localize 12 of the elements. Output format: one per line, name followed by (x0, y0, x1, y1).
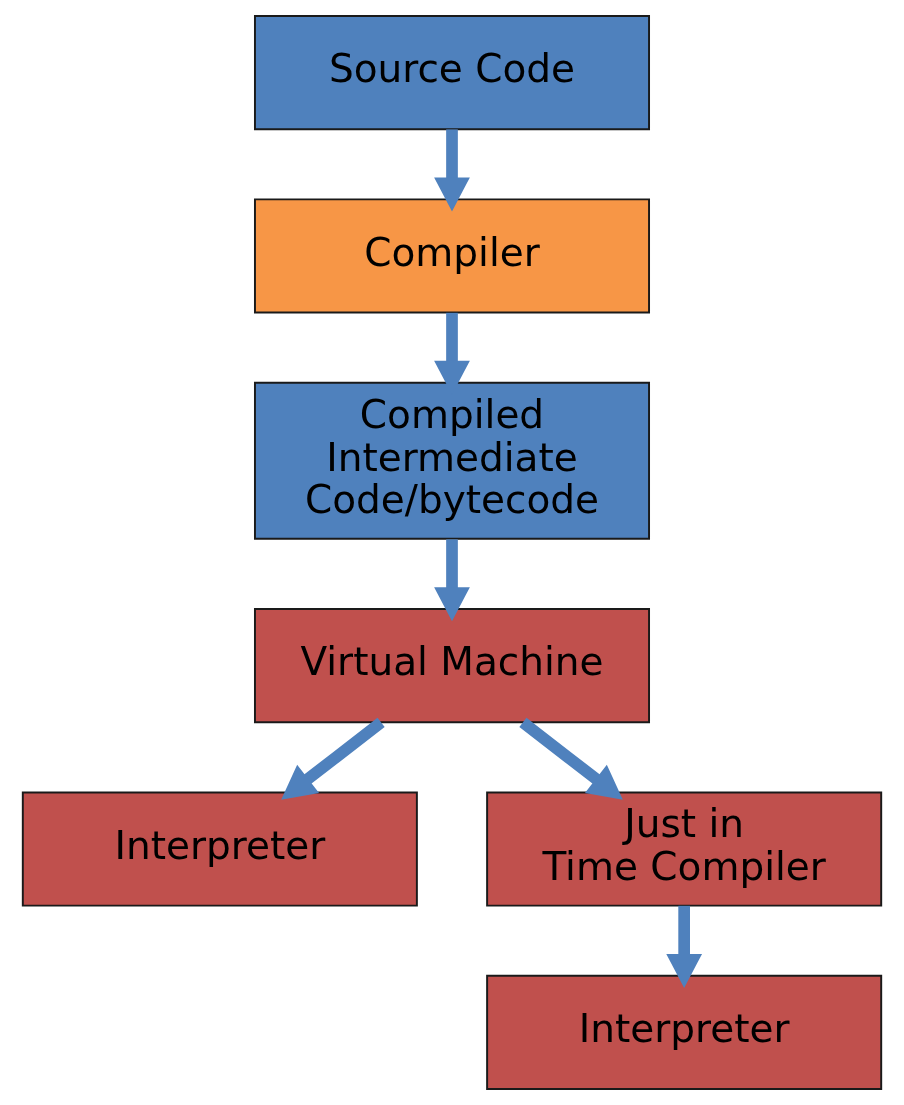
arrow (519, 717, 623, 800)
node-box: Interpreter (21, 791, 418, 907)
arrow (434, 129, 470, 212)
node-box: Source Code (254, 15, 650, 131)
node-box: Compiler (254, 198, 650, 314)
arrow (281, 717, 385, 800)
node-box: Virtual Machine (254, 608, 650, 724)
node-box: Interpreter (486, 974, 883, 1090)
node-box: Just in Time Compiler (486, 791, 883, 907)
node-box: Compiled Intermediate Code/bytecode (254, 381, 650, 540)
arrow (666, 905, 703, 988)
arrow (434, 539, 470, 622)
